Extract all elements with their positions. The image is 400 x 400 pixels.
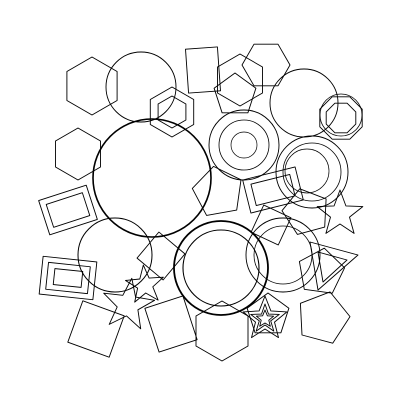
square-outline-9 <box>136 231 186 281</box>
square-outline-5 <box>45 261 91 295</box>
square-outline-7 <box>67 300 125 358</box>
square-outline-8 <box>144 295 198 353</box>
pentagon-outline-5 <box>246 292 290 334</box>
star-outline-4 <box>242 295 288 339</box>
octagon-outline-1 <box>319 96 363 140</box>
pentagon-outline-1 <box>191 165 242 216</box>
circle-outline-8 <box>218 119 270 171</box>
pentagon-outline-2 <box>299 291 351 344</box>
triangle-outline-1 <box>309 241 359 291</box>
hexagon-outline-5 <box>149 86 195 138</box>
circle-outline-5 <box>77 217 153 293</box>
square-outline-3 <box>45 192 91 228</box>
pentagon-outline-3 <box>281 188 327 235</box>
hexagon-outline-1 <box>66 56 118 116</box>
pentagon-outline-6 <box>213 72 257 114</box>
circle-outline-15 <box>284 148 330 194</box>
octagon-outline-2 <box>325 102 357 134</box>
hexagon-outline-4 <box>217 53 263 107</box>
circle-outline-11 <box>282 142 342 202</box>
square-outline-6 <box>52 268 84 288</box>
square-outline-11 <box>250 174 296 206</box>
hexagon-outline-6 <box>157 95 187 129</box>
circle-outline-2 <box>173 220 269 316</box>
circle-outline-4 <box>105 51 177 123</box>
circle-outline-1 <box>92 118 212 238</box>
square-outline-1 <box>185 46 221 94</box>
star-outline-5 <box>250 303 280 332</box>
star-outline-1 <box>316 189 364 234</box>
square-outline-4 <box>38 255 98 301</box>
square-outline-10 <box>242 166 304 214</box>
square-outline-12 <box>250 204 292 246</box>
star-outline-6 <box>255 309 275 327</box>
square-outline-2 <box>38 184 98 236</box>
circle-outline-9 <box>230 131 258 159</box>
hexagon-outline-3 <box>241 43 291 87</box>
circle-outline-3 <box>182 229 260 307</box>
hexagon-outline-2 <box>55 127 101 181</box>
circle-outline-6 <box>269 68 339 138</box>
circle-outline-12 <box>245 217 321 293</box>
triangle-outline-2 <box>317 251 348 283</box>
pentagon-outline-4 <box>298 247 346 294</box>
star-outline-2 <box>103 277 156 330</box>
star-outline-3 <box>125 264 164 303</box>
